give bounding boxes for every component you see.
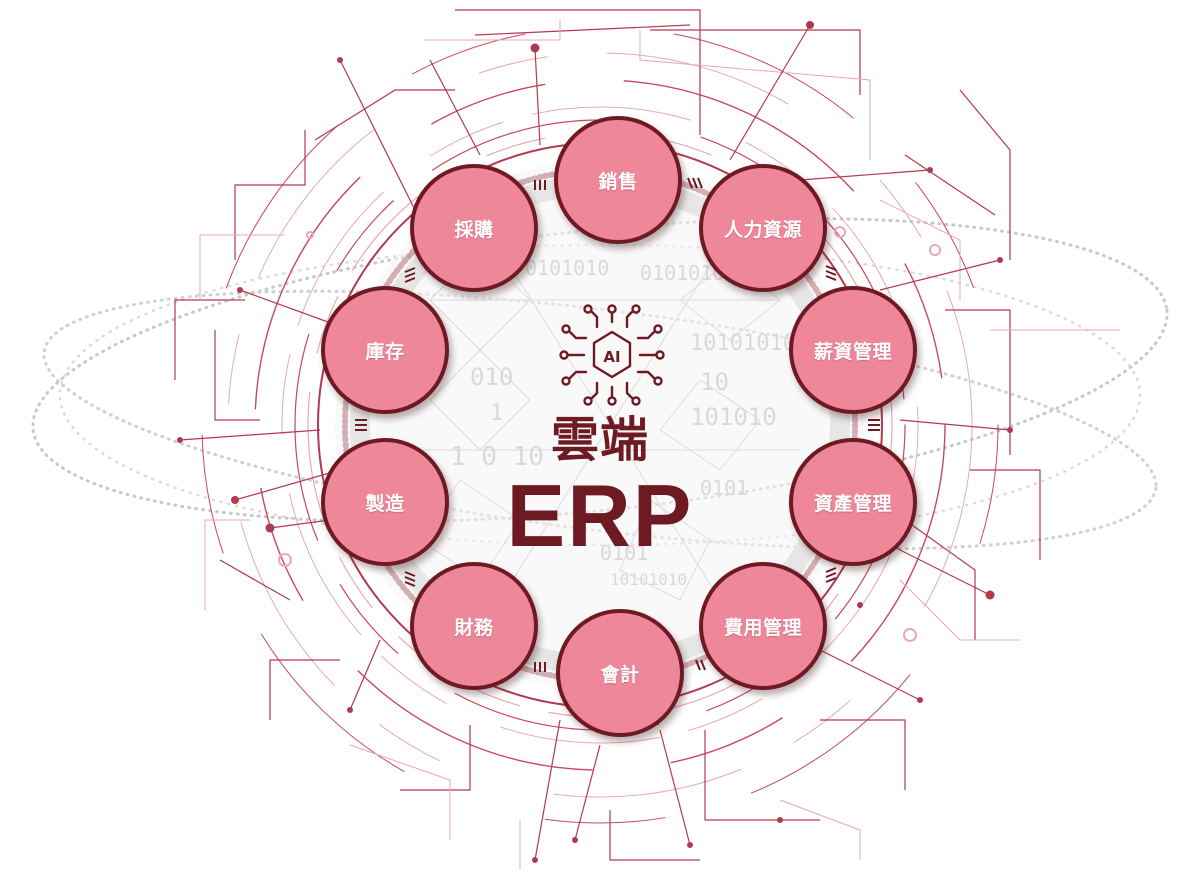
svg-text:10101010: 10101010 [690, 331, 796, 356]
module-label: 製造 [365, 492, 405, 515]
svg-text:0101: 0101 [700, 476, 748, 500]
module-inventory[interactable]: 庫存 [321, 286, 449, 414]
module-purchasing[interactable]: 採購 [410, 164, 538, 292]
center-title-erp: ERP [506, 466, 694, 565]
svg-text:10101010: 10101010 [610, 570, 687, 589]
module-human-resources[interactable]: 人力資源 [699, 164, 827, 292]
module-label: 庫存 [365, 340, 405, 363]
module-label: 薪資管理 [813, 340, 892, 363]
center-title-cn: 雲端 [550, 412, 649, 468]
module-payroll[interactable]: 薪資管理 [789, 286, 917, 414]
module-label: 財務 [454, 616, 494, 639]
svg-text:101010: 101010 [690, 403, 777, 431]
svg-text:1: 1 [490, 401, 503, 426]
module-label: 費用管理 [723, 616, 802, 639]
module-finance[interactable]: 財務 [410, 562, 538, 690]
module-label: 採購 [454, 218, 494, 241]
module-label: 人力資源 [723, 218, 802, 241]
svg-text:0101010: 0101010 [525, 256, 609, 280]
svg-text:1 0 10: 1 0 10 [450, 442, 544, 472]
module-expense-management[interactable]: 費用管理 [699, 562, 827, 690]
module-label: 銷售 [598, 170, 638, 193]
module-manufacturing[interactable]: 製造 [321, 438, 449, 566]
module-label: 資產管理 [813, 492, 892, 515]
module-asset-management[interactable]: 資產管理 [789, 438, 917, 566]
ai-chip-icon: AI [559, 304, 665, 406]
module-accounting[interactable]: 會計 [556, 609, 684, 737]
ai-chip-label: AI [603, 348, 620, 366]
svg-text:10: 10 [700, 368, 729, 396]
module-sales[interactable]: 銷售 [554, 116, 682, 244]
module-label: 會計 [600, 663, 640, 686]
svg-text:0101: 0101 [600, 541, 648, 565]
svg-text:010: 010 [470, 363, 513, 391]
